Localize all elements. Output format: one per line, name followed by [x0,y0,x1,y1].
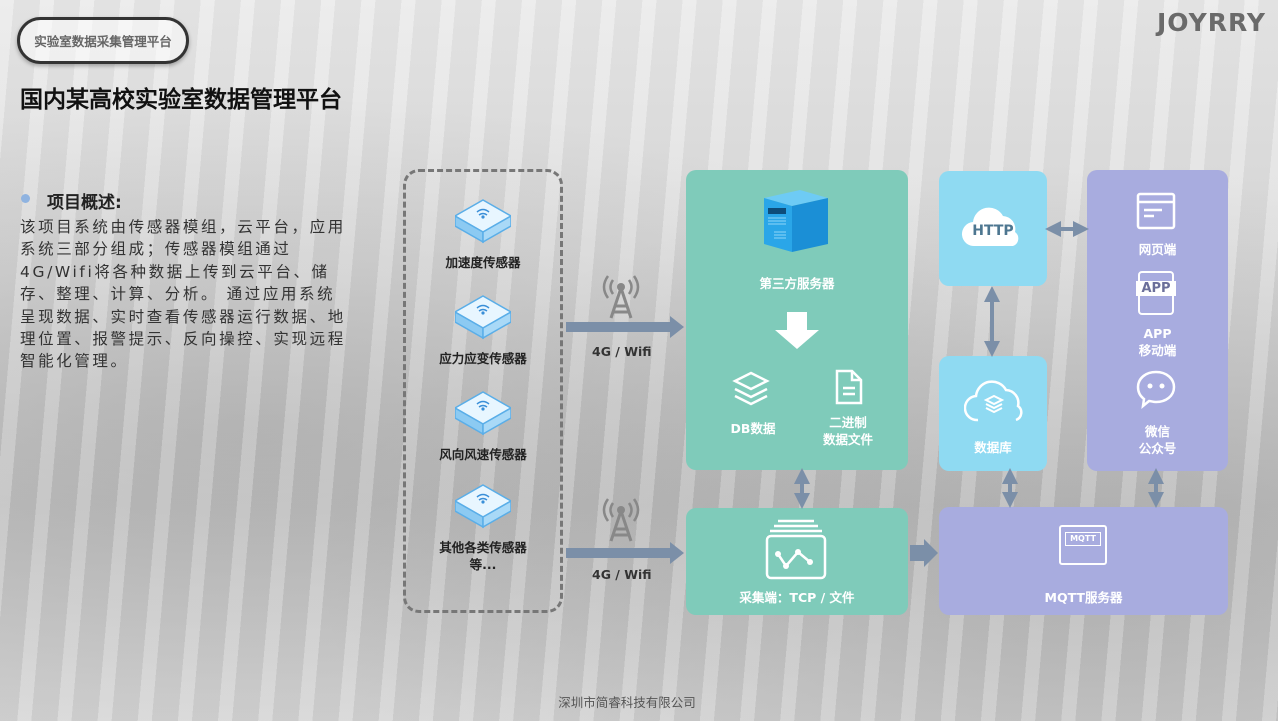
database-label: 数据库 [974,440,1012,455]
binary-label-line1: 二进制 [829,415,867,430]
bullet-icon [21,194,30,203]
sensor-label: 加速度传感器 [445,255,521,270]
wechat-client-label: 微信公众号 [1087,423,1228,457]
db-data-label: DB数据 [730,421,776,436]
arrow-right [566,316,684,338]
wechat-label-line1: 微信 [1144,424,1170,439]
app-label-line1: APP [1143,326,1172,341]
overview-heading: 项目概述: [47,193,122,213]
sensor-other: 其他各类传感器等... [403,483,563,573]
arrow-down-icon [775,312,819,349]
wechat-label-line2: 公众号 [1138,441,1177,456]
footer-company: 深圳市简睿科技有限公司 [558,695,696,710]
sensor-label: 其他各类传感器等... [439,540,527,572]
database-panel [939,356,1047,471]
app-icon-text: APP [1136,281,1176,296]
server-title: 第三方服务器 [759,276,835,291]
web-client-label: 网页端 [1138,242,1177,257]
page-title: 国内某高校实验室数据管理平台 [20,87,342,113]
file-icon [835,369,863,405]
platform-badge: 实验室数据采集管理平台 [17,17,189,64]
sensor-group [403,169,563,613]
arrow-right [566,542,684,564]
link-label: 4G / Wifi [592,344,652,359]
app-client-label: APP 移动端 [1087,325,1228,359]
arrow-right [910,539,938,567]
server-icon [764,190,828,252]
clients-panel [1087,170,1228,471]
brand-logo: JOYRRY [1156,8,1266,37]
mqtt-icon-text: MQTT [1065,532,1101,546]
collector-label: 采集端：TCP / 文件 [739,590,855,605]
chart-monitor-icon [765,519,827,580]
sensor-strain: 应力应变传感器 [403,294,563,367]
sensor-acceleration: 加速度传感器 [403,198,563,271]
web-browser-icon [1136,192,1176,230]
mqtt-server-label: MQTT服务器 [1044,590,1123,605]
layers-icon [732,371,770,406]
overview-text: 该项目系统由传感器模组，云平台，应用系统三部分组成；传感器模组通过4G/Wifi… [20,218,346,371]
binary-label-line2: 数据文件 [822,432,873,447]
sensor-wind: 风向风速传感器 [403,390,563,463]
mobile-app-icon: APP [1136,271,1176,315]
mqtt-port-icon: MQTT [1059,525,1107,565]
link-label: 4G / Wifi [592,567,652,582]
app-label-line2: 移动端 [1138,343,1177,358]
cloud-icon [961,207,1019,247]
http-label: HTTP [972,223,1014,239]
sensor-label: 应力应变传感器 [439,351,527,366]
binary-file-label: 二进制数据文件 [810,414,886,448]
cloud-database-icon [964,380,1023,422]
sensor-label: 风向风速传感器 [439,447,527,462]
wechat-icon [1136,370,1176,409]
